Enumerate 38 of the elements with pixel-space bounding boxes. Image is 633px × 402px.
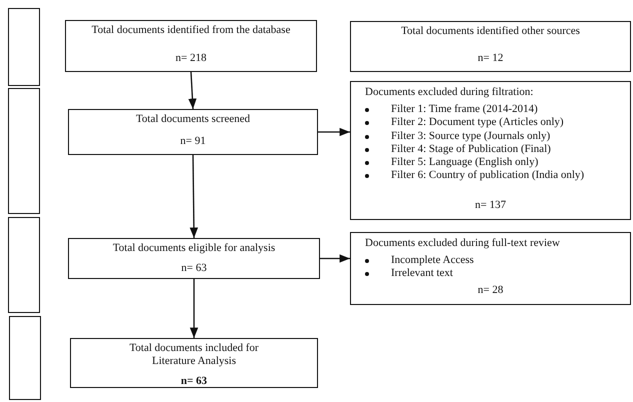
count-text: n= 12 [476, 52, 504, 66]
arrow [190, 155, 198, 238]
arrow [318, 128, 350, 136]
box-heading: Total documents included for Literature Analysis [128, 342, 260, 368]
arrow [190, 279, 198, 338]
exclusion-box [350, 81, 631, 220]
count-text: n= 28 [476, 284, 504, 298]
list-item: Irrelevant text [391, 267, 453, 281]
process-box [65, 20, 317, 72]
process-box [70, 338, 318, 388]
exclusion-box [350, 232, 631, 305]
list-item: Incomplete Access [391, 254, 474, 268]
box-heading: Total documents identified other sources [400, 25, 581, 38]
count-text: n= 91 [179, 134, 207, 149]
count-text: n= 218 [174, 52, 208, 66]
arrow [188, 72, 197, 110]
box-heading: Total documents screened [134, 113, 252, 126]
list-item: Filter 2: Document type (Articles only) [391, 116, 564, 130]
stage-box [8, 217, 40, 313]
box-heading: Total documents identified from the database [90, 24, 292, 38]
list-item: Filter 4: Stage of Publication (Final) [391, 142, 551, 156]
count-text: n= 63 [180, 262, 208, 276]
list-item: Filter 6: Country of publication (India only) [391, 169, 584, 182]
stage-box [8, 88, 40, 214]
list-item: Filter 1: Time frame (2014-2014) [391, 103, 538, 116]
count-text: n= 63 [180, 375, 208, 390]
process-box [350, 21, 631, 72]
count-text: n= 137 [474, 198, 507, 213]
list-item: Filter 5: Language (English only) [391, 156, 538, 170]
arrow [320, 254, 350, 263]
box-heading: Documents excluded during full-text review [364, 237, 561, 250]
list-item: Filter 3: Source type (Journals only) [391, 130, 550, 143]
stage-box [8, 8, 40, 86]
box-heading: Total documents eligible for analysis [112, 242, 276, 256]
stage-box [9, 316, 41, 400]
process-box [68, 109, 318, 155]
process-box [68, 238, 320, 279]
box-heading: Documents excluded during filtration: [364, 86, 534, 100]
